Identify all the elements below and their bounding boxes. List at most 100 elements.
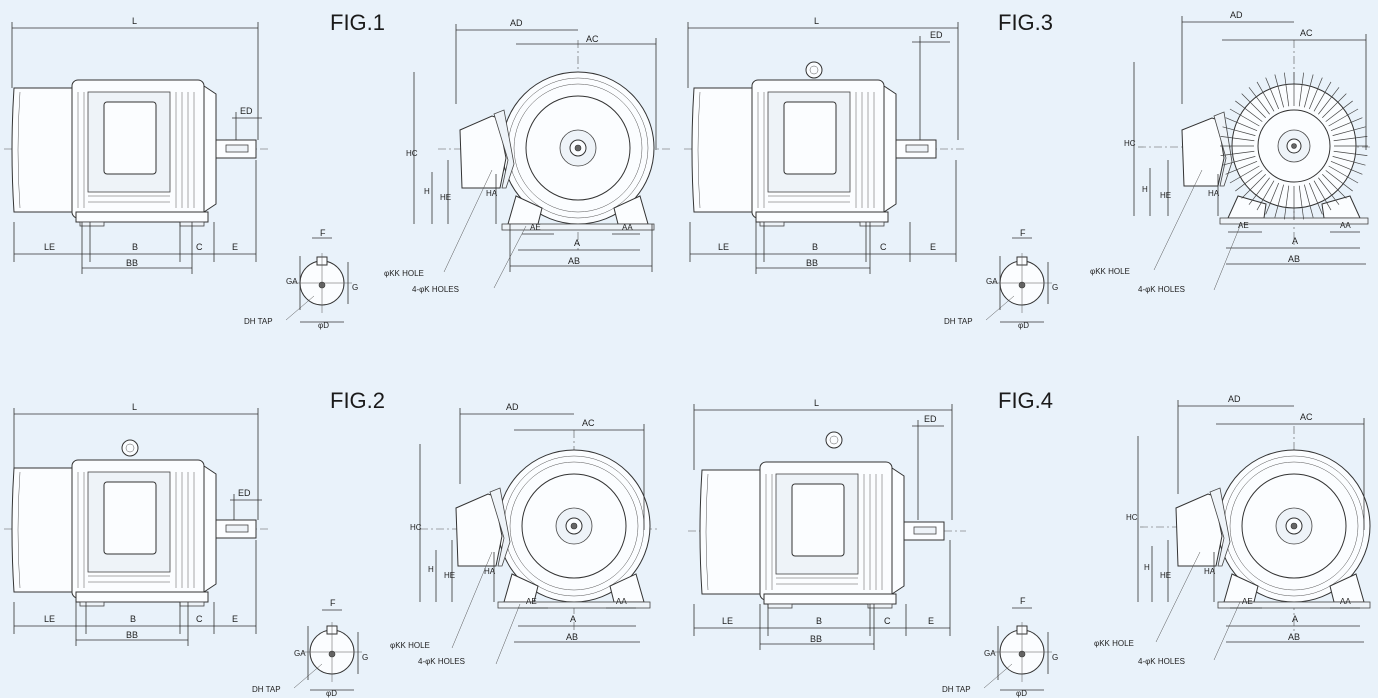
dim-DH-TAP-4: DH TAP <box>942 685 971 694</box>
dim-BB-3: BB <box>806 258 818 268</box>
dim-phiD-2: φD <box>326 689 337 698</box>
figure-3: FIG.3 L ED LE B C E BB F GA G φD DH TAP <box>684 10 1372 330</box>
label-k-holes-3: 4-φK HOLES <box>1138 285 1185 294</box>
dim-E-2: E <box>232 614 238 624</box>
cooling-fin <box>1248 87 1270 115</box>
dim-E: E <box>232 242 238 252</box>
cooling-fin <box>1318 87 1340 115</box>
figure-1: FIG.1 L ED LE B C E BB F GA G φD DH TAP <box>4 10 672 330</box>
dim-AA-2: AA <box>616 597 627 606</box>
cooling-fin <box>1298 72 1305 107</box>
dim-AD: AD <box>510 18 523 28</box>
dim-BB-4: BB <box>810 634 822 644</box>
dim-ED-2: ED <box>238 488 251 498</box>
dim-HE-3: HE <box>1160 191 1171 200</box>
dim-GA-2: GA <box>294 649 306 658</box>
dim-ED-4: ED <box>924 414 937 424</box>
dim-F-2: F <box>330 598 336 608</box>
dim-AC: AC <box>586 34 599 44</box>
cooling-fin <box>1325 100 1353 122</box>
dim-L-3: L <box>814 16 819 26</box>
dim-AE-4: AE <box>1242 597 1253 606</box>
dim-AD-3: AD <box>1230 10 1243 20</box>
figure-2: FIG.2 L ED LE B C E BB F GA G φD DH TAP <box>4 388 660 698</box>
cooling-fin <box>1256 81 1275 112</box>
dim-HA-2: HA <box>484 567 496 576</box>
dim-HE-2: HE <box>444 571 455 580</box>
cooling-fin <box>1333 150 1368 157</box>
cooling-fin <box>1318 177 1340 205</box>
cooling-fin <box>1330 160 1363 175</box>
cooling-fin <box>1225 160 1258 175</box>
dim-AE: AE <box>530 223 541 232</box>
cooling-fin <box>1304 74 1314 108</box>
dim-BB-2: BB <box>126 630 138 640</box>
figure-3-title: FIG.3 <box>998 10 1053 35</box>
dim-H: H <box>424 187 430 196</box>
dim-F: F <box>320 228 326 238</box>
label-kk-hole-4: φKK HOLE <box>1094 639 1134 648</box>
cooling-fin <box>1332 126 1366 136</box>
dim-L-4: L <box>814 398 819 408</box>
dim-AC-4: AC <box>1300 412 1313 422</box>
cooling-fin <box>1248 177 1270 205</box>
label-kk-hole-3: φKK HOLE <box>1090 267 1130 276</box>
dim-phiD-3: φD <box>1018 321 1029 330</box>
dim-AD-2: AD <box>506 402 519 412</box>
cooling-fin <box>1235 170 1263 192</box>
cooling-fin <box>1241 93 1266 118</box>
dim-LE: LE <box>44 242 55 252</box>
dim-L: L <box>132 16 137 26</box>
cooling-fin <box>1220 150 1255 157</box>
figure-4: FIG.4 L ED LE B C E BB F GA G φD DH TAP <box>688 388 1371 698</box>
dim-L-2: L <box>132 402 137 412</box>
dim-AE-3: AE <box>1238 221 1249 230</box>
dim-F-3: F <box>1020 228 1026 238</box>
cooling-fin <box>1322 174 1347 199</box>
dim-AA: AA <box>622 223 633 232</box>
cooling-fin <box>1222 126 1256 136</box>
cooling-fin <box>1229 108 1260 127</box>
dim-LE-3: LE <box>718 242 729 252</box>
cooling-fin <box>1322 93 1347 118</box>
label-k-holes-4: 4-φK HOLES <box>1138 657 1185 666</box>
cooling-fin <box>1313 81 1332 112</box>
dim-HA-4: HA <box>1204 567 1216 576</box>
figure-1-title: FIG.1 <box>330 10 385 35</box>
dim-G-4: G <box>1052 653 1058 662</box>
dim-AB-2: AB <box>566 632 578 642</box>
dim-HC-3: HC <box>1124 139 1136 148</box>
dim-DH-TAP: DH TAP <box>244 317 273 326</box>
cooling-fin <box>1283 72 1290 107</box>
cooling-fin <box>1298 185 1305 220</box>
dim-AB-3: AB <box>1288 254 1300 264</box>
dim-A-4: A <box>1292 614 1298 624</box>
dim-AC-3: AC <box>1300 28 1313 38</box>
dim-H-3: H <box>1142 185 1148 194</box>
cooling-fin <box>1256 180 1275 211</box>
dim-HC-4: HC <box>1126 513 1138 522</box>
label-kk-hole-2: φKK HOLE <box>390 641 430 650</box>
dim-AA-4: AA <box>1340 597 1351 606</box>
cooling-fin <box>1265 77 1280 110</box>
dim-HC-2: HC <box>410 523 422 532</box>
dim-ED: ED <box>240 106 253 116</box>
dim-ED-3: ED <box>930 30 943 40</box>
dim-E-4: E <box>928 616 934 626</box>
label-k-holes: 4-φK HOLES <box>412 285 459 294</box>
dim-C-2: C <box>196 614 203 624</box>
dim-HE: HE <box>440 193 451 202</box>
cooling-fin <box>1333 135 1368 142</box>
label-kk-hole: φKK HOLE <box>384 269 424 278</box>
cooling-fin <box>1304 184 1314 218</box>
cooling-fin <box>1225 117 1258 132</box>
dim-B-3: B <box>812 242 818 252</box>
dim-A-2: A <box>570 614 576 624</box>
dim-C-4: C <box>884 616 891 626</box>
cooling-fin <box>1274 74 1284 108</box>
dim-DH-TAP-2: DH TAP <box>252 685 281 694</box>
cooling-fin <box>1235 100 1263 122</box>
dim-LE-4: LE <box>722 616 733 626</box>
dim-B: B <box>132 242 138 252</box>
cooling-fin <box>1308 182 1323 215</box>
